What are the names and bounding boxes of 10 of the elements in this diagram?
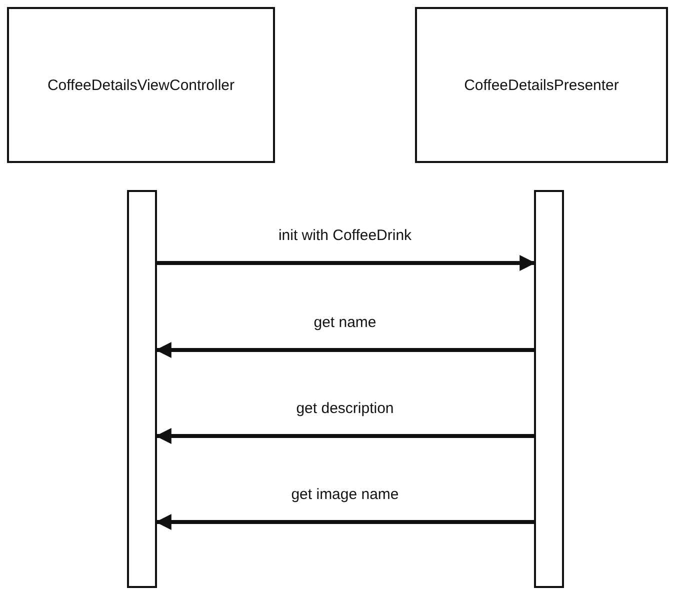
arrow: [155, 428, 534, 444]
lifeline-bar: [534, 190, 564, 588]
object-name: CoffeeDetailsViewController: [47, 76, 235, 94]
object-box: [7, 7, 275, 163]
arrow: [157, 255, 536, 271]
arrow: [155, 514, 534, 530]
lifeline-bar: [127, 190, 157, 588]
object-box: [415, 7, 668, 163]
object-name: CoffeeDetailsPresenter: [464, 76, 619, 94]
arrow: [155, 342, 534, 358]
